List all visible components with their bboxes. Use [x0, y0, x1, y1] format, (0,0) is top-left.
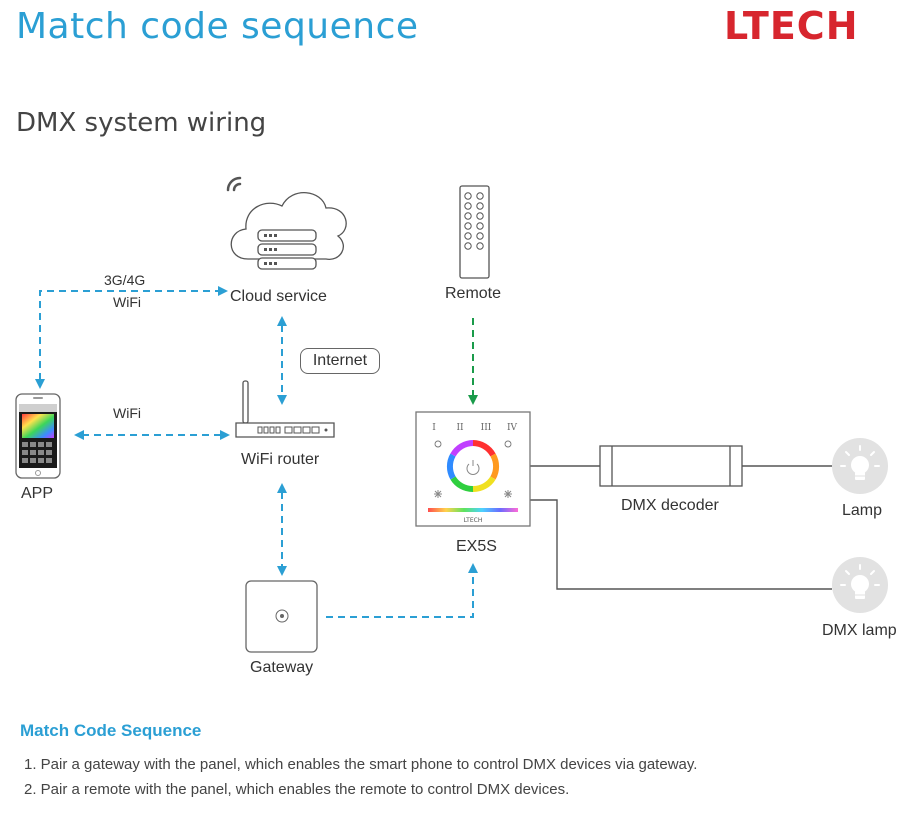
- arrow-remote-to-panel: [468, 395, 478, 405]
- remote-icon: [459, 185, 490, 279]
- panel-brand: LTECH: [464, 517, 483, 524]
- internet-badge: Internet: [300, 348, 380, 374]
- info-step: 1. Pair a gateway with the panel, which …: [24, 756, 698, 773]
- zone-1[interactable]: I: [432, 423, 436, 433]
- dmx-lamp-label: DMX lamp: [822, 622, 897, 639]
- color-temp-strip: [428, 508, 518, 512]
- link-label-3g4g: 3G/4G: [104, 272, 146, 288]
- wiring-diagram: I II III IV LTECH: [15, 176, 888, 653]
- link-gateway-panel: [326, 572, 474, 618]
- remote-label: Remote: [445, 285, 502, 302]
- link-label-wifi-cloud: WiFi: [113, 294, 141, 310]
- arrow-to-cloud-up: [277, 316, 287, 326]
- arrow-router-to-app: [74, 430, 84, 440]
- arrow-app-to-router: [220, 430, 230, 440]
- signal-icon: [226, 176, 242, 192]
- app-label: APP: [21, 485, 54, 502]
- color-wheel: [446, 440, 500, 493]
- zone-3[interactable]: III: [481, 423, 492, 433]
- mode-icon: [504, 440, 512, 448]
- arrow-to-router-up: [277, 483, 287, 493]
- panel-label: EX5S: [456, 538, 497, 555]
- scene-icon: [434, 440, 442, 448]
- arrow-to-router-down: [277, 395, 287, 405]
- brand-logo: LTECH: [724, 4, 859, 48]
- zone-4[interactable]: IV: [507, 423, 518, 433]
- zone-labels: I II III IV: [432, 423, 517, 433]
- arrow-to-app: [35, 379, 45, 389]
- arrow-to-gateway-down: [277, 566, 287, 576]
- gateway-icon: [245, 580, 318, 653]
- cloud-icon: [230, 192, 347, 270]
- arrow-to-cloud: [218, 286, 228, 296]
- dmx-lamp-icon: [832, 557, 888, 613]
- section-title: DMX system wiring: [16, 108, 267, 138]
- page-title: Match code sequence: [16, 6, 419, 47]
- link-label-wifi-router: WiFi: [113, 405, 141, 421]
- router-label: WiFi router: [241, 451, 320, 468]
- dmx-wiring: [530, 465, 832, 590]
- smartphone-icon: [15, 393, 61, 479]
- cloud-label: Cloud service: [230, 288, 327, 305]
- arrow-to-panel: [468, 563, 478, 573]
- zone-2[interactable]: II: [456, 423, 464, 433]
- dmx-decoder-icon: [599, 445, 743, 487]
- gateway-label: Gateway: [250, 659, 314, 676]
- info-steps: 1. Pair a gateway with the panel, which …: [24, 752, 697, 802]
- power-icon: [466, 460, 480, 475]
- info-title: Match Code Sequence: [20, 721, 202, 740]
- info-step: 2. Pair a remote with the panel, which e…: [24, 781, 570, 798]
- link-app-cloud: [39, 290, 220, 380]
- ex5s-panel-icon: I II III IV LTECH: [415, 411, 531, 527]
- router-icon: [235, 380, 335, 438]
- brightness-icon: [434, 490, 512, 498]
- lamp-label: Lamp: [842, 502, 883, 519]
- lamp-icon: [832, 438, 888, 494]
- decoder-label: DMX decoder: [621, 497, 719, 514]
